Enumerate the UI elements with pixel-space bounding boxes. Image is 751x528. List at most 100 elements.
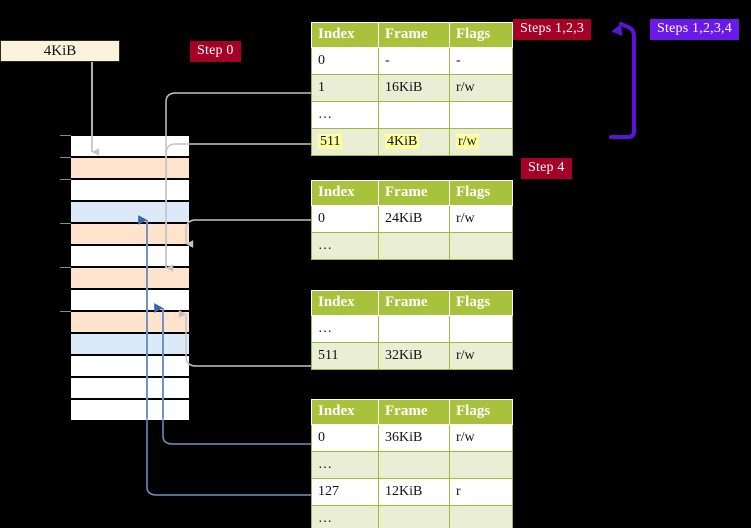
table-row: …: [311, 451, 513, 479]
cell-flags-text: r/w: [456, 133, 479, 149]
table-body: 0 24KiB r/w …: [311, 205, 513, 260]
table-row: 511 32KiB r/w: [311, 342, 513, 370]
cell-frame: 24KiB: [378, 205, 450, 233]
cell-index: …: [311, 451, 379, 479]
column-header-flags: Flags: [449, 290, 513, 316]
cell-frame: [378, 101, 450, 129]
table-row: 1 16KiB r/w: [311, 74, 513, 102]
memory-tick-mark: [60, 157, 71, 158]
memory-frame-row: [70, 245, 190, 267]
cell-frame: 4KiB: [378, 128, 450, 156]
memory-tick-mark: [60, 267, 71, 268]
memory-frame-row: [70, 157, 190, 179]
memory-frame-row: [70, 311, 190, 333]
cell-flags: r/w: [449, 74, 513, 102]
badge-step-4-label: Step 4: [528, 160, 565, 175]
cell-flags: -: [449, 47, 513, 75]
cell-flags-text: r/w: [456, 347, 475, 363]
column-header-index: Index: [311, 22, 379, 48]
memory-frame-row: [70, 201, 190, 223]
column-header-index: Index: [311, 290, 379, 316]
badge-steps-1234: Steps 1,2,3,4: [650, 19, 739, 40]
cell-frame-text: 4KiB: [385, 133, 420, 149]
cell-flags: [449, 451, 513, 479]
memory-frame-row: [70, 179, 190, 201]
cell-flags: [449, 505, 513, 528]
cell-index-text: 511: [318, 133, 343, 149]
cell-index-text: 0: [318, 210, 325, 226]
cell-frame: 36KiB: [378, 424, 450, 452]
column-header-frame: Frame: [378, 290, 450, 316]
cell-flags: r: [449, 478, 513, 506]
wire-pdpt-to-memory: [185, 219, 311, 248]
badge-step-0: Step 0: [190, 41, 241, 62]
cell-frame: [378, 232, 450, 260]
column-header-frame: Frame: [378, 180, 450, 206]
cell-index-text: 511: [318, 347, 339, 363]
frame-size-label: 4KiB: [43, 42, 77, 59]
cell-flags: r/w: [449, 205, 513, 233]
memory-frame-row: [70, 135, 190, 157]
table-body: 0--1 16KiB r/w … 511 4KiB r/w: [311, 47, 513, 156]
cell-index-text: 127: [318, 483, 339, 499]
cell-frame: [378, 315, 450, 343]
column-header-flags: Flags: [449, 180, 513, 206]
cell-frame-text: 16KiB: [385, 79, 423, 95]
memory-tick-mark: [60, 223, 71, 224]
badge-step-4: Step 4: [521, 158, 572, 179]
cell-frame: 32KiB: [378, 342, 450, 370]
cell-index-text: …: [318, 237, 333, 253]
cell-frame-text: 32KiB: [385, 347, 423, 363]
page-table-pd: Index Frame Flags … 511 32KiB r/w: [311, 290, 513, 370]
cell-index: 1: [311, 74, 379, 102]
badge-step-0-label: Step 0: [197, 43, 234, 58]
cell-frame: 12KiB: [378, 478, 450, 506]
cell-flags-text: r/w: [456, 210, 475, 226]
table-row: 0--: [311, 47, 513, 75]
arrow-steps-bracket: [609, 22, 636, 139]
cell-index: …: [311, 101, 379, 129]
table-row: …: [311, 101, 513, 129]
cell-frame-text: 36KiB: [385, 429, 423, 445]
badge-steps-123: Steps 1,2,3: [513, 19, 592, 40]
cell-flags-text: -: [456, 52, 461, 68]
memory-frame-row: [70, 399, 190, 421]
column-header-index: Index: [311, 399, 379, 425]
frame-size-box: 4KiB: [0, 40, 120, 62]
table-header-row: Index Frame Flags: [311, 180, 513, 206]
memory-frame-row: [70, 377, 190, 399]
table-row: 511 4KiB r/w: [311, 128, 513, 156]
table-row: …: [311, 505, 513, 528]
memory-frame-row: [70, 333, 190, 355]
table-body: 0 36KiB r/w … 127 12KiB r …: [311, 424, 513, 528]
cell-index: 0: [311, 205, 379, 233]
cell-frame-text: 24KiB: [385, 210, 423, 226]
cell-frame: 16KiB: [378, 74, 450, 102]
table-row: …: [311, 232, 513, 260]
table-row: 127 12KiB r: [311, 478, 513, 506]
cell-flags-text: r/w: [456, 429, 475, 445]
memory-frame-row: [70, 289, 190, 311]
cell-index: 0: [311, 424, 379, 452]
cell-index-text: …: [318, 456, 333, 472]
table-header-row: Index Frame Flags: [311, 22, 513, 48]
memory-tick-mark: [60, 135, 71, 136]
page-table-pml4: Index Frame Flags 0--1 16KiB r/w … 511 4KiB r…: [311, 22, 513, 156]
cell-flags: [449, 232, 513, 260]
cell-flags-text: r/w: [456, 79, 475, 95]
table-row: …: [311, 315, 513, 343]
page-table-pt: Index Frame Flags 0 36KiB r/w … 127 12KiB r …: [311, 399, 513, 528]
table-row: 0 24KiB r/w: [311, 205, 513, 233]
memory-frame-row: [70, 223, 190, 245]
cell-index: …: [311, 232, 379, 260]
table-header-row: Index Frame Flags: [311, 399, 513, 425]
physical-memory-column: [70, 135, 190, 421]
column-header-frame: Frame: [378, 22, 450, 48]
cell-index: 511: [311, 342, 379, 370]
cell-index-text: …: [318, 106, 333, 122]
memory-tick-mark: [60, 179, 71, 180]
cell-index-text: …: [318, 510, 333, 526]
badge-steps-1234-label: Steps 1,2,3,4: [657, 21, 732, 36]
cell-frame-text: 12KiB: [385, 483, 423, 499]
